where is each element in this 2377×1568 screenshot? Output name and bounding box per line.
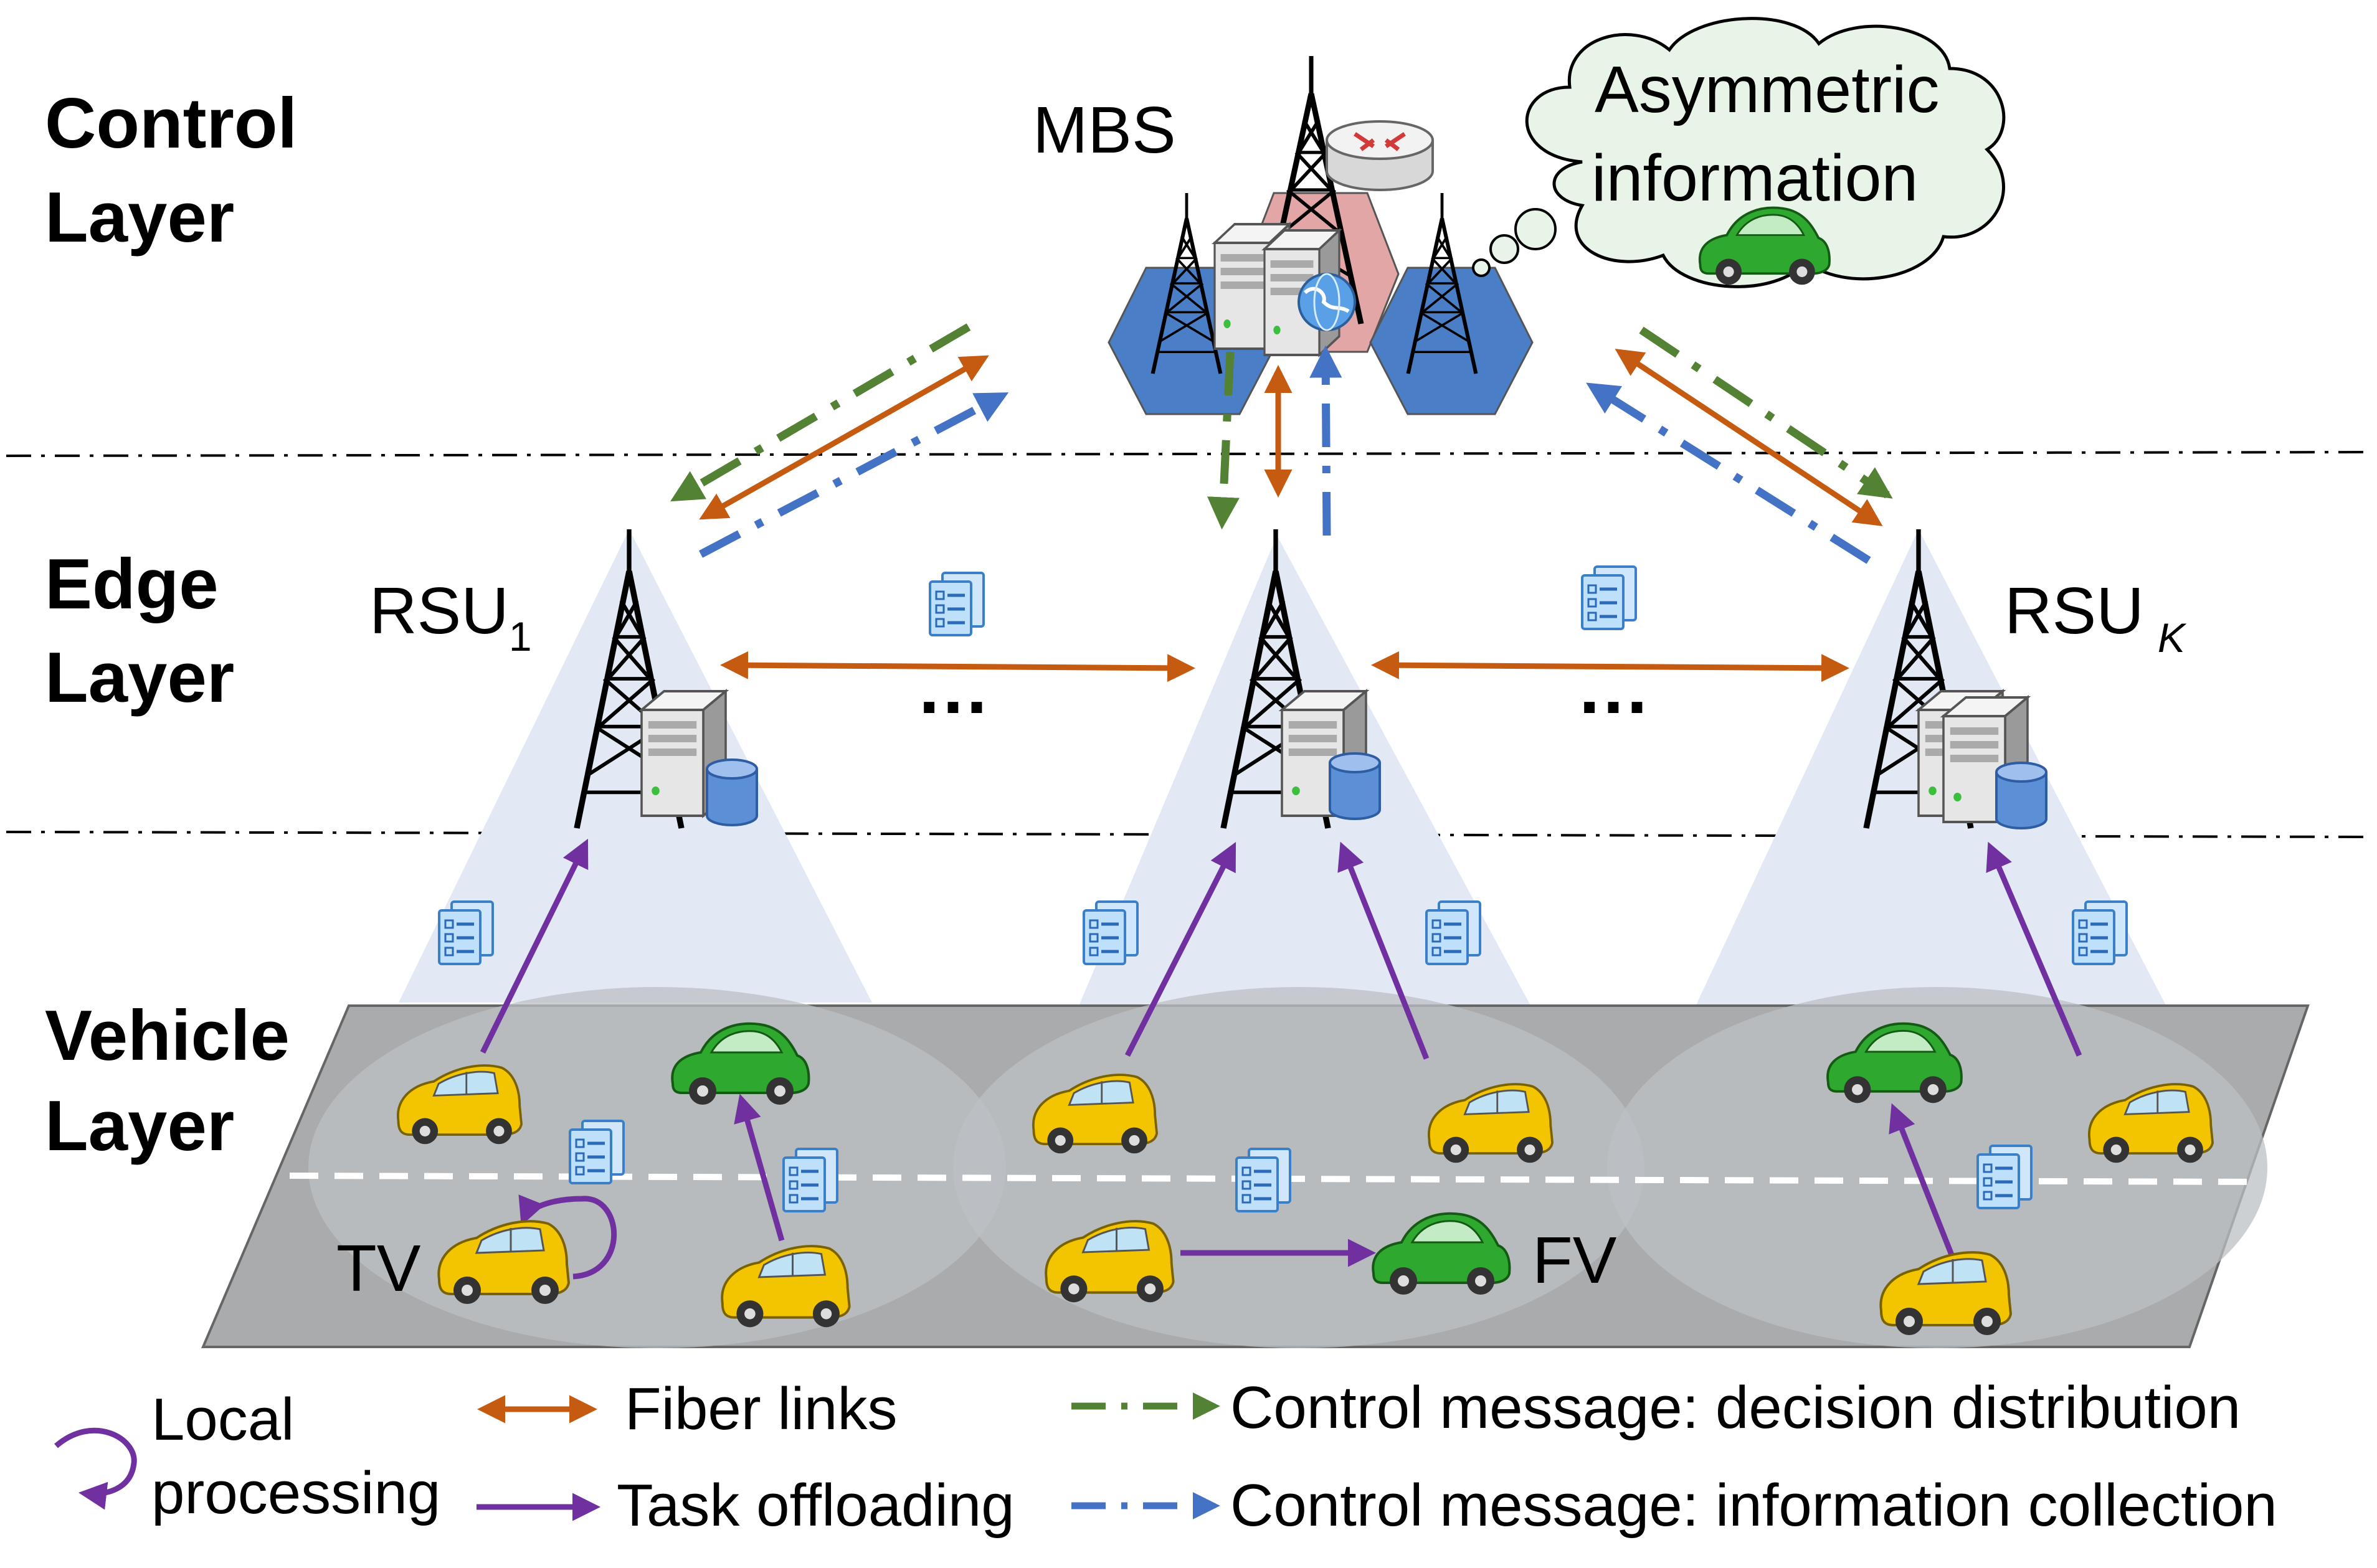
edge-layer-title-line2: Layer	[45, 638, 234, 717]
task-document-icon	[1084, 902, 1137, 964]
mbs-label: MBS	[1033, 93, 1176, 167]
fiber-link-rsu2-rsuk	[1371, 651, 1849, 682]
rsu1-label-base: RSU	[369, 574, 509, 648]
rsuk-label-base: RSU	[2005, 574, 2144, 648]
legend: Local processing Fiber links Task offloa…	[54, 1374, 2277, 1539]
rsu1-database-icon	[706, 758, 758, 826]
router-icon	[1326, 120, 1434, 191]
bubble-text-line1: Asymmetric	[1595, 53, 1940, 126]
task-document-icon	[2073, 902, 2127, 964]
rsu1-coverage-cone	[399, 529, 872, 1003]
fv-label: FV	[1532, 1224, 1617, 1297]
links-left	[670, 323, 1009, 558]
rsuk-label: RSU K	[2005, 574, 2187, 661]
task-document-icon	[570, 1121, 624, 1183]
bubble-text-line2: information	[1592, 141, 1918, 215]
task-document-icon	[784, 1149, 837, 1211]
control-layer-title-line2: Layer	[45, 178, 234, 257]
task-document-icon	[1582, 567, 1636, 629]
rsu1-label: RSU1	[369, 574, 532, 659]
thought-bubble	[1472, 17, 2006, 288]
legend-local-processing-line1: Local	[151, 1386, 295, 1453]
decision-arrow	[1207, 351, 1240, 530]
offload-arrow	[1337, 841, 1430, 1060]
legend-decision-label: Control message: decision distribution	[1230, 1374, 2241, 1441]
hexagon-blue-right	[1369, 267, 1534, 415]
offload-arrow	[1986, 841, 2082, 1057]
collection-arrow	[698, 392, 1009, 558]
task-document-icon	[930, 573, 984, 635]
collection-arrow	[1586, 382, 1871, 564]
task-document-icon	[439, 902, 493, 964]
task-document-icon	[1236, 1149, 1290, 1211]
ellipsis-left: …	[916, 646, 990, 729]
task-document-icon	[1426, 902, 1480, 964]
vehicle-layer-title-line2: Layer	[45, 1087, 234, 1166]
local-processing-loop	[518, 1194, 617, 1280]
collection-arrow	[1309, 345, 1342, 536]
tv-label: TV	[336, 1232, 421, 1305]
globe-icon	[1298, 273, 1356, 331]
fiber-link	[1615, 349, 1883, 526]
task-document-icon	[1978, 1146, 2031, 1208]
ellipsis-right: …	[1576, 646, 1651, 729]
decision-arrow	[670, 323, 971, 502]
fiber-link-rsu1-rsu2	[720, 651, 1195, 682]
vehicle-layer-title-line1: Vehicle	[45, 996, 290, 1075]
legend-local-processing-icon	[54, 1427, 137, 1510]
legend-local-processing-line2: processing	[151, 1460, 440, 1526]
rsuk-label-subscript: K	[2158, 615, 2187, 661]
rsu1-label-subscript: 1	[509, 613, 532, 659]
mbs-cluster	[1108, 56, 1534, 415]
decision-arrow	[1639, 326, 1893, 499]
rsuk-database-icon	[1995, 762, 2047, 829]
control-layer-title-line1: Control	[45, 84, 297, 163]
links-center	[1207, 345, 1342, 536]
fiber-link	[699, 355, 989, 520]
offload-arrow	[1889, 1103, 1956, 1259]
offload-arrow	[1124, 841, 1236, 1057]
offload-arrow	[734, 1093, 785, 1242]
links-right	[1586, 326, 1893, 564]
legend-collection-label: Control message: information collection	[1230, 1472, 2277, 1539]
edge-layer-title-line1: Edge	[45, 545, 219, 624]
legend-offload-label: Task offloading	[617, 1472, 1015, 1539]
coverage-area-3	[1607, 987, 2267, 1348]
legend-fiber-label: Fiber links	[625, 1376, 897, 1442]
offload-arrow	[480, 838, 589, 1054]
offload-arrows	[480, 838, 2082, 1280]
control-edge-separator	[6, 451, 2371, 457]
rsu2-database-icon	[1329, 752, 1381, 820]
lane-divider	[289, 1173, 2262, 1185]
